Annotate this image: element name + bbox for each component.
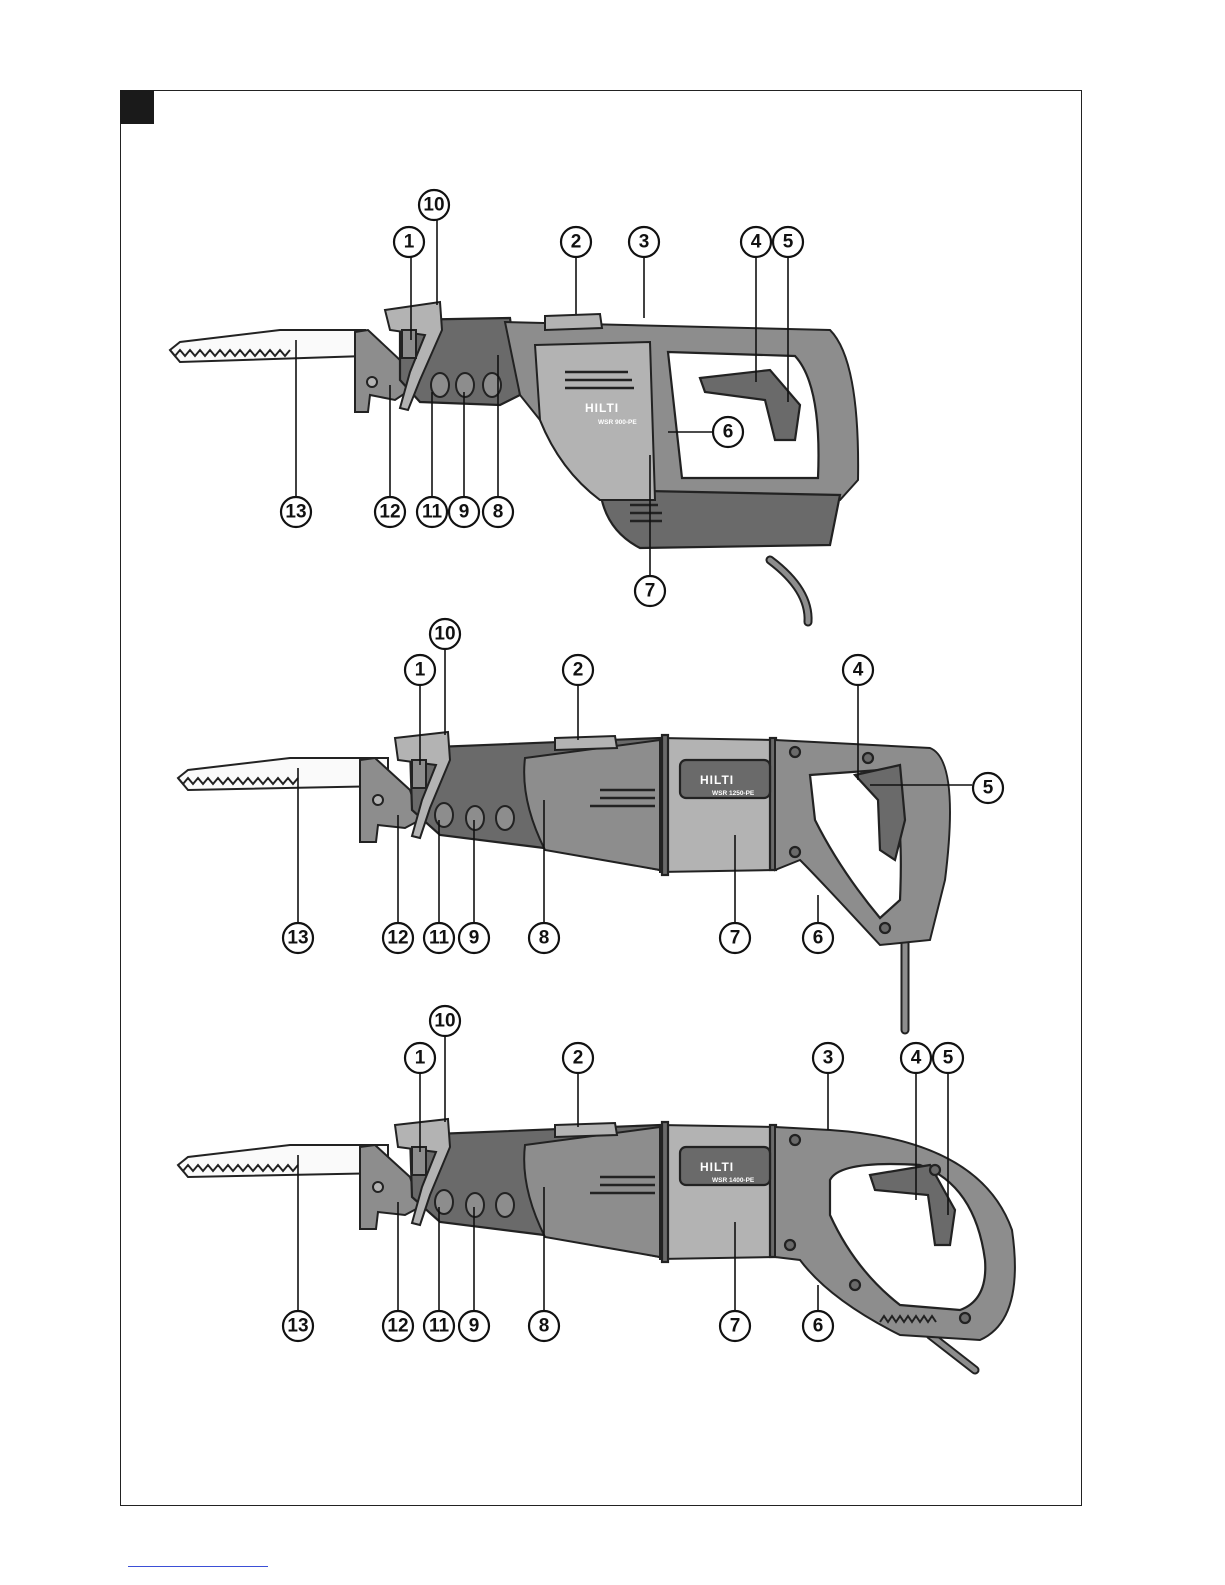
callout-2: 2 — [563, 655, 593, 685]
svg-text:10: 10 — [423, 195, 444, 216]
motor-housing — [660, 1125, 775, 1259]
svg-text:8: 8 — [539, 928, 550, 949]
svg-text:5: 5 — [783, 232, 794, 253]
callout-11: 11 — [424, 923, 454, 953]
callout-8: 8 — [529, 923, 559, 953]
svg-text:5: 5 — [983, 778, 994, 799]
callout-13: 13 — [283, 1311, 313, 1341]
callout-12: 12 — [375, 497, 405, 527]
svg-text:11: 11 — [422, 502, 443, 523]
callout-8: 8 — [529, 1311, 559, 1341]
speed-switch — [555, 736, 617, 750]
svg-text:12: 12 — [387, 1316, 408, 1337]
callout-8: 8 — [483, 497, 513, 527]
svg-text:11: 11 — [429, 1316, 450, 1337]
brand-logo: HILTI — [700, 773, 734, 787]
svg-text:11: 11 — [429, 928, 450, 949]
tool-1: HILTI WSR 900-PE — [170, 302, 858, 622]
callout-9: 9 — [459, 923, 489, 953]
svg-text:1: 1 — [415, 1048, 426, 1069]
callout-6: 6 — [803, 923, 833, 953]
svg-text:3: 3 — [639, 232, 650, 253]
svg-text:12: 12 — [379, 502, 400, 523]
svg-text:13: 13 — [287, 1316, 308, 1337]
callout-12: 12 — [383, 923, 413, 953]
svg-text:2: 2 — [573, 660, 584, 681]
callout-7: 7 — [720, 1311, 750, 1341]
svg-text:1: 1 — [404, 232, 415, 253]
callout-1: 1 — [394, 227, 424, 257]
svg-text:5: 5 — [943, 1048, 954, 1069]
svg-text:2: 2 — [571, 232, 582, 253]
svg-text:4: 4 — [911, 1048, 922, 1069]
callout-9: 9 — [449, 497, 479, 527]
svg-text:10: 10 — [434, 1011, 455, 1032]
svg-text:10: 10 — [434, 624, 455, 645]
svg-text:4: 4 — [853, 660, 864, 681]
callout-11: 11 — [417, 497, 447, 527]
callout-4: 4 — [901, 1043, 931, 1073]
svg-text:13: 13 — [287, 928, 308, 949]
callout-2: 2 — [563, 1043, 593, 1073]
brand-logo: HILTI — [700, 1160, 734, 1174]
callout-7: 7 — [720, 923, 750, 953]
svg-text:7: 7 — [730, 1316, 741, 1337]
callout-4: 4 — [843, 655, 873, 685]
callout-1: 1 — [405, 655, 435, 685]
speed-switch — [545, 314, 602, 330]
svg-text:9: 9 — [469, 1316, 480, 1337]
callout-12: 12 — [383, 1311, 413, 1341]
callout-4: 4 — [741, 227, 771, 257]
callout-13: 13 — [283, 923, 313, 953]
callout-6: 6 — [713, 417, 743, 447]
callout-7: 7 — [635, 576, 665, 606]
svg-text:2: 2 — [573, 1048, 584, 1069]
callout-11: 11 — [424, 1311, 454, 1341]
callout-6: 6 — [803, 1311, 833, 1341]
callout-13: 13 — [281, 497, 311, 527]
svg-text:8: 8 — [493, 502, 504, 523]
callout-10: 10 — [430, 619, 460, 649]
svg-text:13: 13 — [285, 502, 306, 523]
callout-10: 10 — [419, 190, 449, 220]
model-label: WSR 900-PE — [598, 419, 637, 426]
callout-5: 5 — [773, 227, 803, 257]
callout-1: 1 — [405, 1043, 435, 1073]
callout-5: 5 — [933, 1043, 963, 1073]
callout-3: 3 — [813, 1043, 843, 1073]
svg-text:6: 6 — [813, 928, 824, 949]
svg-text:3: 3 — [823, 1048, 834, 1069]
callout-3: 3 — [629, 227, 659, 257]
saw-blade — [170, 330, 365, 362]
svg-text:6: 6 — [813, 1316, 824, 1337]
model-label: WSR 1400-PE — [712, 1177, 755, 1184]
model-label: WSR 1250-PE — [712, 790, 755, 797]
svg-text:7: 7 — [645, 581, 656, 602]
svg-text:1: 1 — [415, 660, 426, 681]
callout-10: 10 — [430, 1006, 460, 1036]
callout-2: 2 — [561, 227, 591, 257]
svg-text:4: 4 — [751, 232, 762, 253]
svg-text:7: 7 — [730, 928, 741, 949]
tool-2: HILTI WSR 1250-PE — [178, 732, 950, 1030]
svg-text:12: 12 — [387, 928, 408, 949]
brand-logo: HILTI — [585, 401, 619, 415]
svg-text:9: 9 — [469, 928, 480, 949]
callout-5: 5 — [973, 773, 1003, 803]
callout-9: 9 — [459, 1311, 489, 1341]
motor-housing — [660, 738, 775, 872]
speed-switch — [555, 1123, 617, 1137]
svg-text:9: 9 — [459, 502, 470, 523]
svg-text:6: 6 — [723, 422, 734, 443]
svg-text:8: 8 — [539, 1316, 550, 1337]
